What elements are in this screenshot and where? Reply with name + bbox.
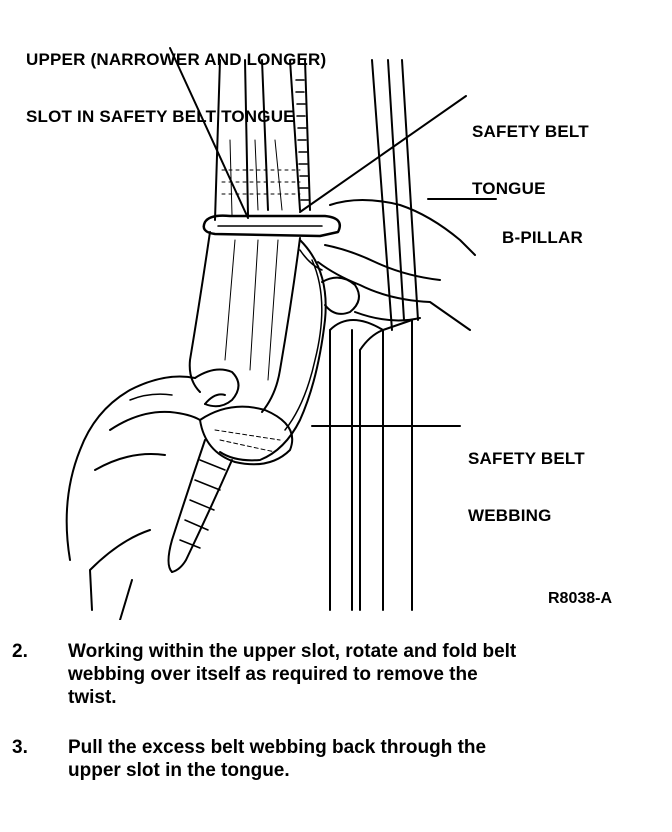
- tongue-plate: [202, 214, 342, 238]
- callout-webbing: SAFETY BELT WEBBING: [468, 411, 585, 563]
- tongue-leader: [299, 95, 467, 213]
- figure-id: R8038-A: [548, 590, 613, 607]
- step-text: Pull the excess belt webbing back throug…: [68, 737, 487, 781]
- callout-webbing-line2: WEBBING: [468, 506, 552, 525]
- right-hand-outline: [329, 199, 476, 256]
- step-number: 3.: [12, 737, 28, 758]
- belt-drawing: [65, 47, 497, 620]
- step-number: 2.: [12, 641, 28, 662]
- left-hand-outline: [65, 375, 196, 561]
- callout-b-pillar-line1: B-PILLAR: [502, 228, 583, 247]
- callout-tongue-line2: TONGUE: [472, 179, 546, 198]
- step-item: 3. Pull the excess belt webbing back thr…: [0, 736, 672, 786]
- callout-upper-slot-line2: SLOT IN SAFETY BELT TONGUE: [26, 107, 295, 126]
- callout-b-pillar: B-PILLAR: [502, 190, 583, 285]
- callout-upper-slot: UPPER (NARROWER AND LONGER) SLOT IN SAFE…: [26, 12, 326, 164]
- webbing-upper-left: [214, 59, 221, 221]
- callout-tongue: SAFETY BELT TONGUE: [472, 84, 589, 236]
- step-text: Working within the upper slot, rotate an…: [68, 641, 517, 708]
- belt-illustration: UPPER (NARROWER AND LONGER) SLOT IN SAFE…: [26, 12, 613, 620]
- callout-upper-slot-line1: UPPER (NARROWER AND LONGER): [26, 50, 327, 69]
- callout-tongue-line1: SAFETY BELT: [472, 122, 589, 141]
- upper-slot-leader: [169, 47, 249, 219]
- callout-webbing-line1: SAFETY BELT: [468, 449, 585, 468]
- step-item: 2. Working within the upper slot, rotate…: [0, 640, 672, 715]
